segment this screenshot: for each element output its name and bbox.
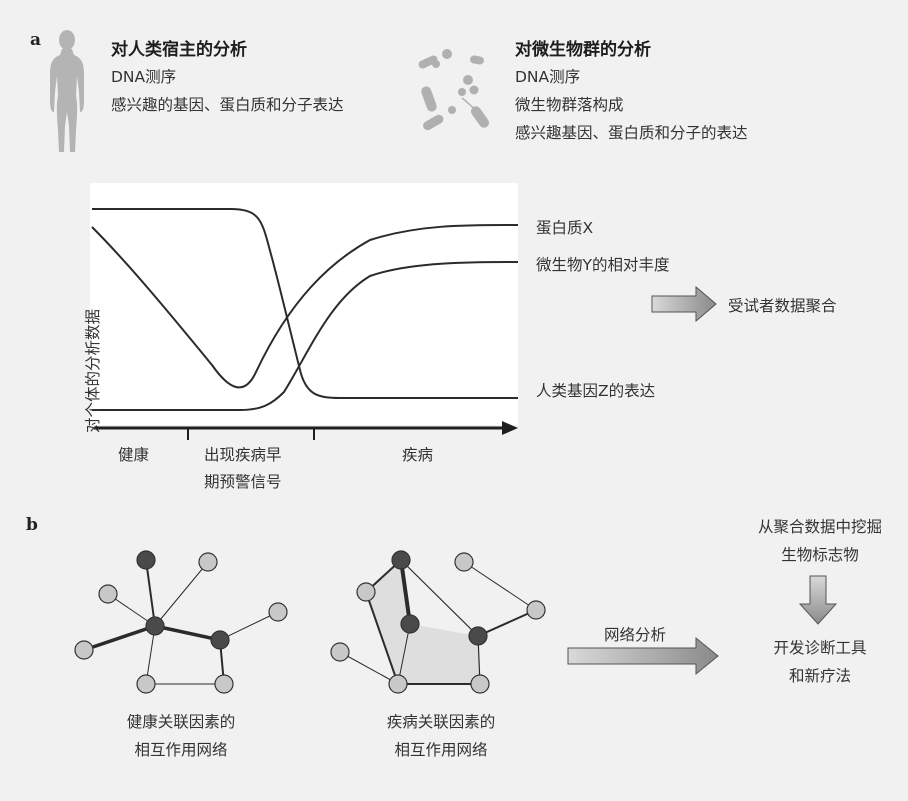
disease-node [357, 583, 375, 601]
disease-network-cluster [366, 560, 480, 684]
disease-node-hub-top [392, 551, 410, 569]
disease-caption-1: 疾病关联因素的 [356, 710, 526, 732]
disease-node [527, 601, 545, 619]
disease-node-hub-center [401, 615, 419, 633]
healthy-caption-2: 相互作用网络 [96, 738, 266, 760]
disease-node [331, 643, 349, 661]
healthy-caption-1: 健康关联因素的 [96, 710, 266, 732]
mining-label-2: 生物标志物 [730, 543, 908, 565]
disease-node [471, 675, 489, 693]
disease-caption-2: 相互作用网络 [356, 738, 526, 760]
disease-node [455, 553, 473, 571]
disease-node [389, 675, 407, 693]
network-analysis-label: 网络分析 [604, 623, 666, 645]
mining-label-1: 从聚合数据中挖掘 [730, 515, 908, 537]
outcome-label-1: 开发诊断工具 [730, 636, 908, 658]
disease-node-hub-right [469, 627, 487, 645]
outcome-label-2: 和新疗法 [730, 664, 908, 686]
